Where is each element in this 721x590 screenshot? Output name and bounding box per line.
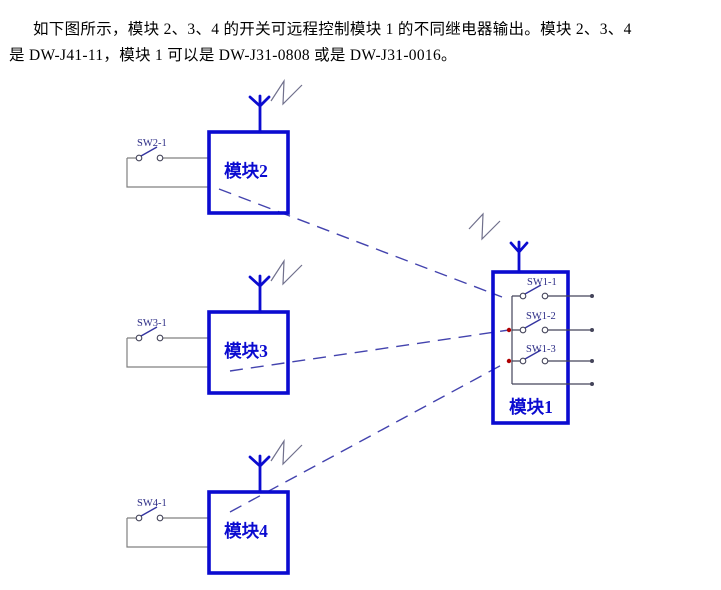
description-line-1: 如下图所示，模块 2、3、4 的开关可远程控制模块 1 的不同继电器输出。模块 … — [33, 21, 632, 38]
wireless-link-module4-to-module1 — [229, 360, 510, 513]
switch-terminal — [156, 334, 164, 342]
switch-terminal — [135, 334, 143, 342]
switch-blade — [524, 284, 542, 295]
switch-label-sw1-2: SW1-2 — [526, 311, 556, 322]
output-terminal — [590, 359, 594, 363]
switch-terminal — [541, 292, 549, 300]
output-terminal — [590, 382, 594, 386]
switch-terminal — [135, 154, 143, 162]
module4-block: SW4-1 模块4 — [126, 438, 303, 575]
switch-label-sw1-1: SW1-1 — [527, 277, 557, 288]
switch-wiring — [126, 517, 209, 548]
antenna-icon — [509, 240, 529, 274]
switch-label-sw1-3: SW1-3 — [526, 344, 556, 355]
module2-label: 模块2 — [224, 161, 268, 181]
switch-terminal — [156, 514, 164, 522]
switch-blade — [140, 326, 158, 337]
module1-box — [491, 270, 570, 425]
radio-wave-icon — [468, 212, 501, 241]
switch-wiring — [126, 157, 209, 188]
switch-label-sw4-1: SW4-1 — [137, 498, 167, 509]
antenna-icon — [248, 94, 271, 134]
switch-terminal — [135, 514, 143, 522]
module3-box — [207, 310, 290, 395]
module3-label: 模块3 — [224, 341, 268, 361]
switch-terminal — [519, 292, 527, 300]
radio-wave-icon — [270, 258, 303, 286]
switch-terminal — [519, 326, 527, 334]
switch-wiring — [126, 337, 209, 368]
antenna-icon — [248, 454, 271, 494]
switch-label-sw3-1: SW3-1 — [137, 318, 167, 329]
wireless-link-module3-to-module1 — [229, 329, 510, 372]
description-line-2: 是 DW-J41-11，模块 1 可以是 DW-J31-0808 或是 DW-J… — [9, 47, 457, 64]
module4-label: 模块4 — [224, 521, 268, 541]
switch-terminal — [156, 154, 164, 162]
switch-label-sw2-1: SW2-1 — [137, 138, 167, 149]
switch-blade — [524, 318, 542, 329]
switch-blade — [140, 506, 158, 517]
wireless-link-module2-to-module1 — [218, 188, 503, 298]
module2-box — [207, 130, 290, 215]
output-terminal — [590, 294, 594, 298]
switch-terminal — [519, 357, 527, 365]
junction-dot — [506, 327, 512, 333]
radio-wave-icon — [270, 438, 303, 466]
switch-blade — [524, 349, 542, 360]
output-terminal — [590, 328, 594, 332]
module1-block: SW1-1 SW1-2 SW1-3 模块1 — [468, 212, 594, 425]
antenna-icon — [248, 274, 271, 314]
radio-wave-icon — [270, 78, 303, 106]
module3-block: SW3-1 模块3 — [126, 258, 303, 395]
relay-wiring — [511, 295, 592, 385]
module4-box — [207, 490, 290, 575]
module2-block: SW2-1 模块2 — [126, 78, 303, 215]
switch-terminal — [541, 326, 549, 334]
switch-blade — [140, 146, 158, 157]
switch-terminal — [541, 357, 549, 365]
junction-dot — [506, 358, 512, 364]
module1-label: 模块1 — [509, 397, 553, 417]
